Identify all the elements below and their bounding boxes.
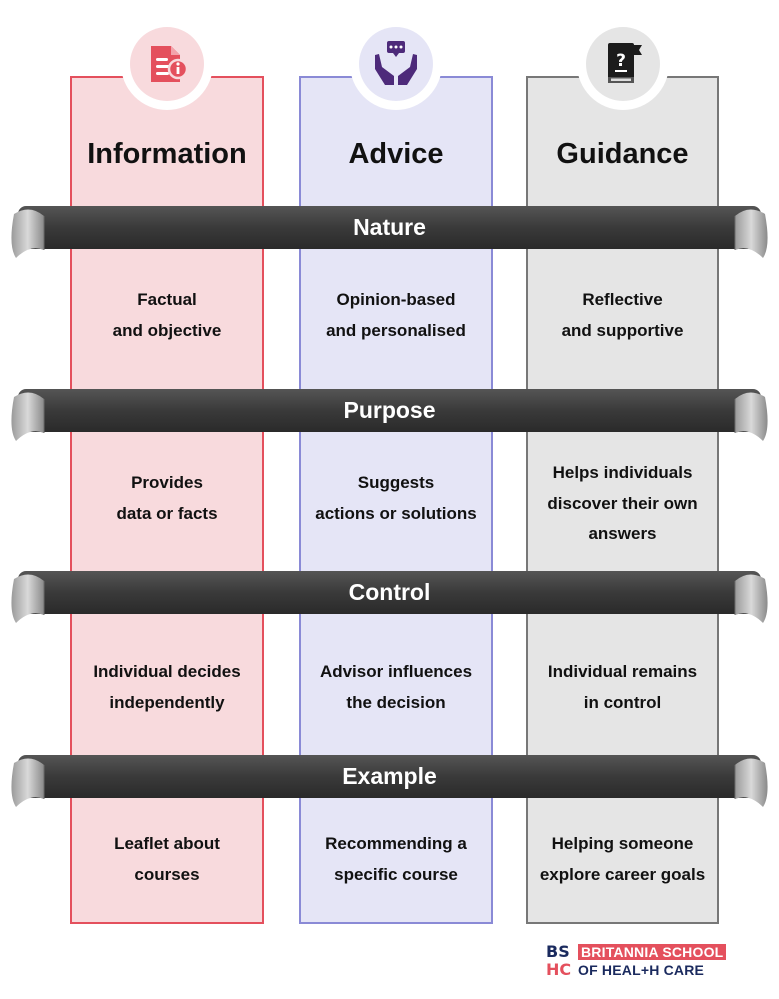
information-badge [121, 18, 213, 110]
hands-speech-icon [375, 41, 417, 85]
example-ribbon: Example [0, 755, 779, 817]
svg-text:HC: HC [546, 960, 571, 978]
nature-ribbon: Nature [0, 206, 779, 268]
information-title: Information [87, 138, 247, 170]
logo-line-2: OF HEAL+H CARE [578, 962, 705, 978]
svg-text:BS: BS [546, 942, 570, 961]
bshc-logo-icon: BS HC [546, 942, 576, 978]
advice-title: Advice [348, 138, 444, 170]
example-label: Example [342, 763, 437, 789]
guidance-badge: ? [577, 18, 669, 110]
document-info-icon [151, 46, 189, 82]
logo-line-1: BRITANNIA SCHOOL [578, 944, 727, 960]
book-question-icon: ? [608, 43, 642, 83]
nature-label: Nature [353, 214, 426, 240]
advice-badge [350, 18, 442, 110]
control-label: Control [348, 579, 431, 605]
purpose-ribbon: Purpose [0, 389, 779, 451]
svg-text:?: ? [616, 51, 626, 71]
control-ribbon: Control [0, 571, 779, 633]
purpose-label: Purpose [343, 397, 436, 423]
guidance-title: Guidance [556, 138, 689, 170]
